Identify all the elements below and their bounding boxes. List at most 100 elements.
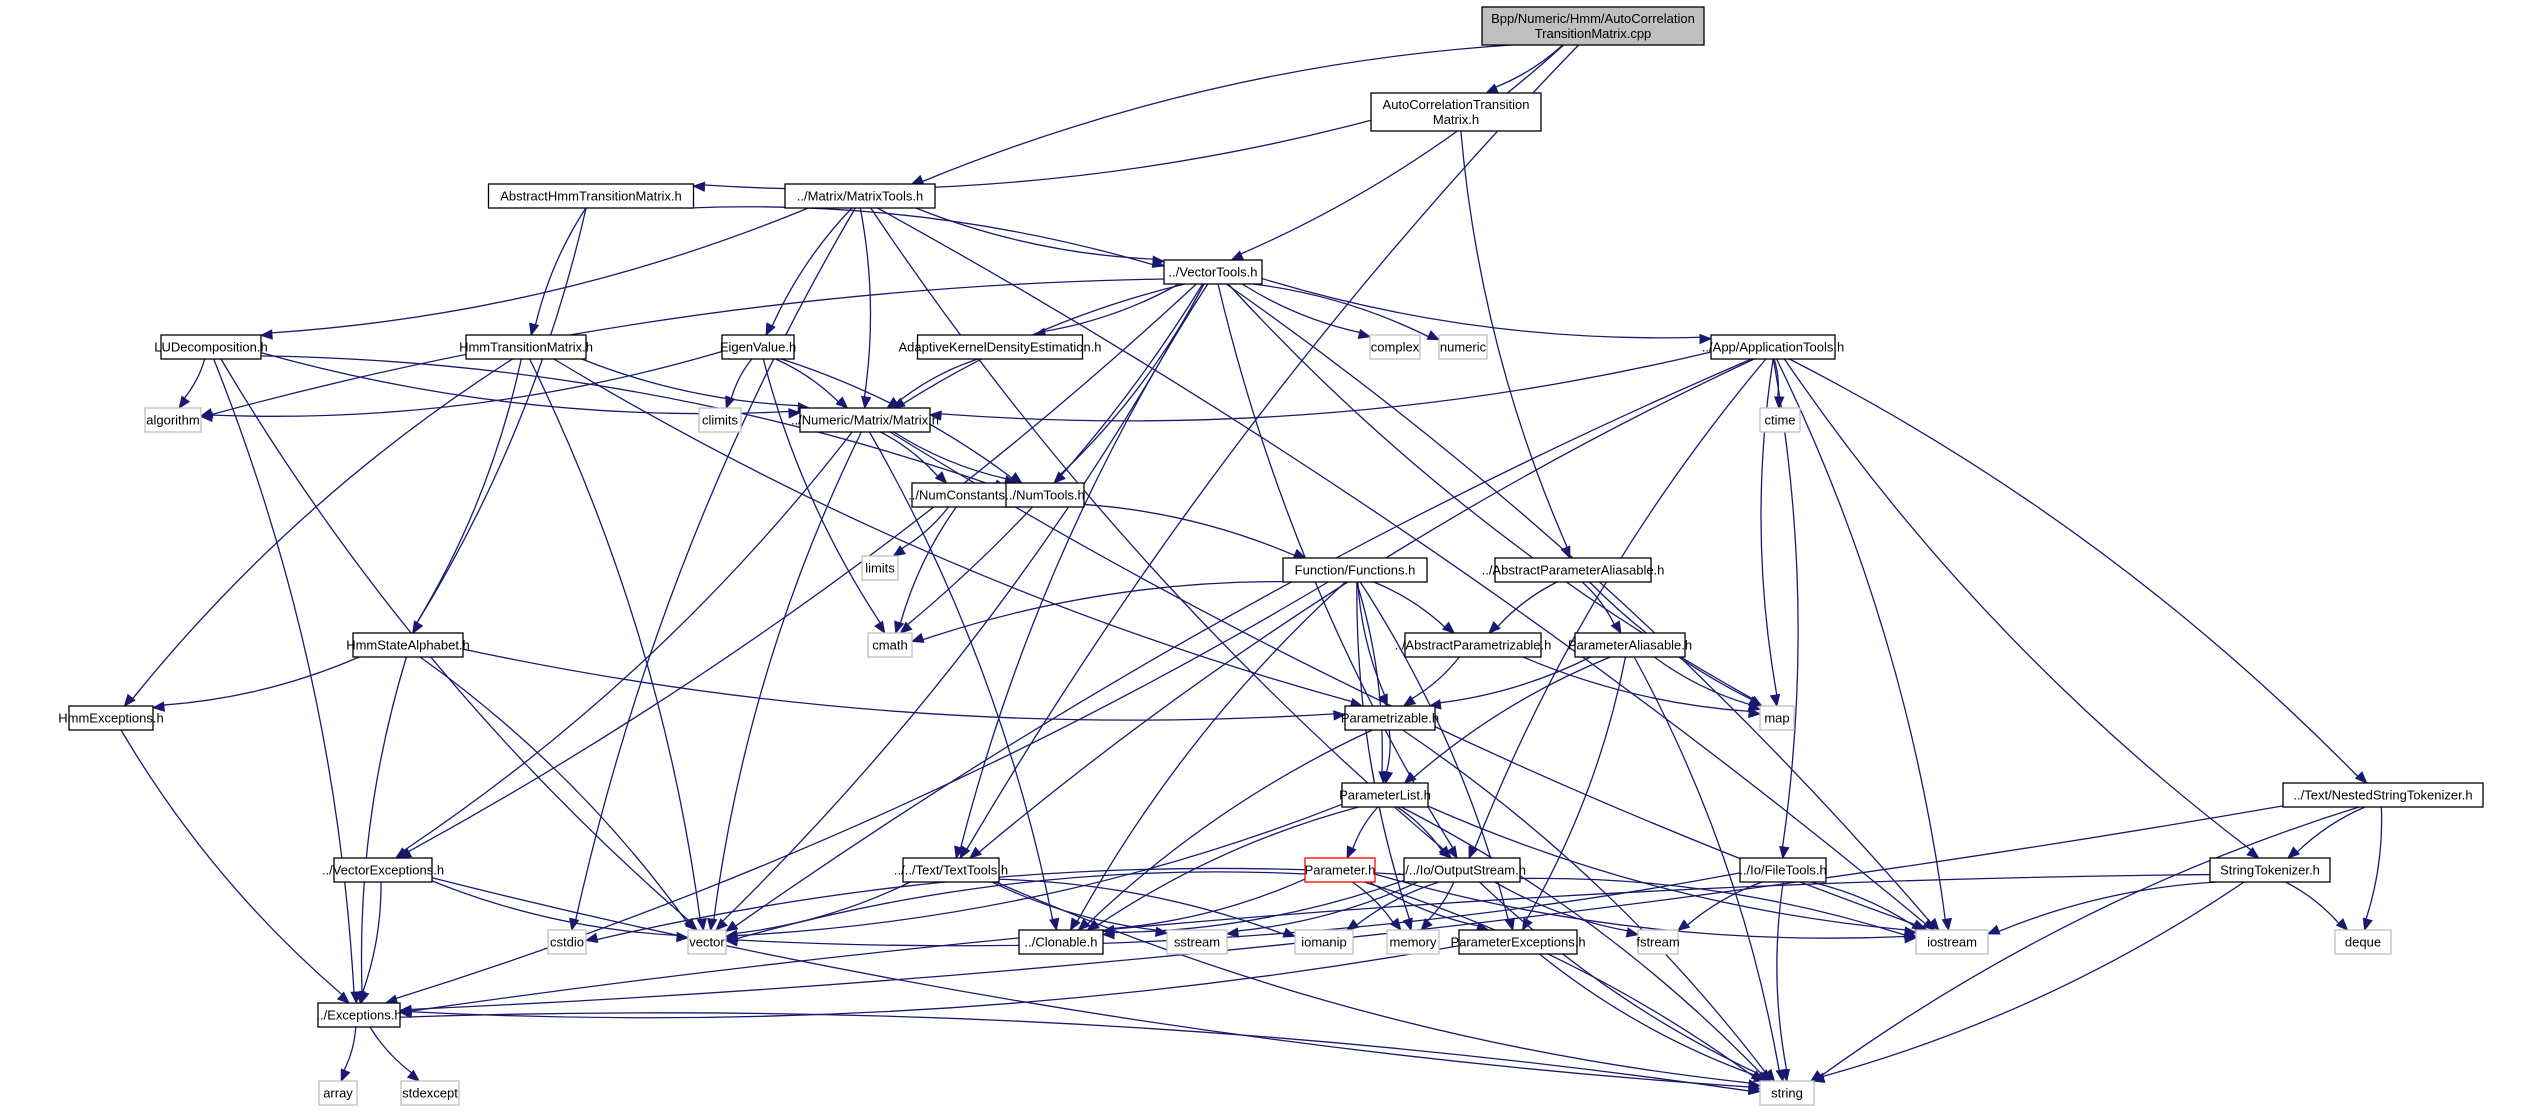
edge-line — [1060, 283, 1205, 475]
edge-line — [534, 207, 587, 326]
arrowhead-icon — [406, 1069, 421, 1082]
node-label: ../../Text/TextTools.h — [894, 863, 1008, 878]
edge-stok-to-deque — [2285, 881, 2349, 931]
node-label: ctime — [1764, 413, 1795, 428]
node-label: ../VectorTools.h — [1169, 265, 1258, 280]
edge-line — [1811, 881, 1915, 927]
node-clonable[interactable]: ../Clonable.h — [1018, 929, 1104, 955]
edge-lud-to-exc — [213, 358, 361, 1005]
edge-line — [399, 1012, 1750, 1092]
arrowhead-icon — [788, 408, 802, 419]
node-box — [1494, 557, 1652, 583]
node-label: cstdio — [550, 935, 584, 950]
edge-line — [1776, 881, 1788, 1071]
arrowhead-icon — [2246, 846, 2260, 859]
node-parameter[interactable]: Parameter.h — [1304, 857, 1376, 883]
edge-root-to-ttools — [959, 44, 1580, 860]
edge-exc-to-string — [399, 1012, 1762, 1096]
node-ostream[interactable]: ../../Io/OutputStream.h — [1398, 857, 1526, 883]
edge-line — [902, 283, 1185, 405]
arrowhead-icon — [2335, 918, 2349, 931]
edge-line — [899, 506, 957, 624]
arrowhead-icon — [1069, 917, 1081, 932]
edge-line — [1044, 283, 1180, 332]
node-apptools[interactable]: ../App/ApplicationTools.h — [1702, 334, 1844, 360]
node-exc[interactable]: ../Exceptions.h — [316, 1002, 402, 1028]
arrowhead-icon — [569, 917, 580, 932]
node-nst[interactable]: ../Text/NestedStringTokenizer.h — [2282, 782, 2484, 808]
node-matrix[interactable]: ../Numeric/Matrix/Matrix.h — [791, 407, 939, 433]
edge-matrix-to-vexc — [394, 431, 853, 859]
edge-line — [1474, 358, 1767, 849]
node-hexc[interactable]: HmmExceptions.h — [58, 705, 164, 731]
node-ttools[interactable]: ../../Text/TextTools.h — [894, 857, 1008, 883]
arrowhead-icon — [1986, 924, 2001, 935]
node-pexc[interactable]: ParameterExceptions.h — [1450, 929, 1586, 955]
edge-line — [1776, 358, 1946, 920]
edge-exc-to-array — [340, 1026, 357, 1083]
edge-line — [360, 656, 408, 993]
edge-vexc-to-string — [431, 877, 1762, 1094]
node-stok[interactable]: StringTokenizer.h — [2209, 857, 2331, 883]
node-pal[interactable]: ParameterAliasable.h — [1568, 632, 1692, 658]
node-vexc[interactable]: ../VectorExceptions.h — [322, 857, 444, 883]
arrowhead-icon — [934, 471, 948, 484]
edge-line — [1820, 806, 2360, 1077]
node-mtools[interactable]: ../Matrix/MatrixTools.h — [784, 183, 936, 209]
edge-line — [575, 207, 856, 920]
node-hsa[interactable]: HmmStateAlphabet.h — [346, 632, 470, 658]
node-plist[interactable]: ParameterList.h — [1339, 782, 1431, 808]
edge-ostream-to-sstream — [1225, 881, 1419, 938]
arrowhead-icon — [683, 917, 696, 932]
node-vtools[interactable]: ../VectorTools.h — [1163, 259, 1263, 285]
node-numconst[interactable]: ../NumConstants.h — [908, 482, 1016, 508]
edge-root-to-vtools — [1230, 44, 1565, 261]
edge-ostream-to-memory — [1420, 881, 1455, 931]
arrowhead-icon — [1676, 919, 1691, 932]
edge-line — [901, 506, 950, 550]
edge-line — [1653, 656, 1751, 706]
edge-line — [1355, 581, 1383, 773]
edge-line — [271, 207, 809, 334]
node-apa[interactable]: ../AbstractParameterAliasable.h — [1482, 557, 1665, 583]
node-label: iomanip — [1301, 935, 1347, 950]
edge-line — [893, 431, 1007, 480]
edge-functions-to-cmath — [910, 580, 1284, 643]
node-lud[interactable]: LUDecomposition.h — [154, 334, 268, 360]
node-box — [68, 705, 154, 731]
arrowhead-icon — [412, 620, 424, 635]
node-akde[interactable]: AdaptiveKernelDensityEstimation.h — [898, 334, 1102, 360]
node-htm[interactable]: HmmTransitionMatrix.h — [459, 334, 593, 360]
node-param[interactable]: Parametrizable.h — [1341, 705, 1439, 731]
arrowhead-icon — [398, 1007, 412, 1019]
node-eig[interactable]: EigenValue.h — [720, 334, 796, 360]
node-box — [799, 407, 931, 433]
node-box — [1403, 857, 1521, 883]
node-functions[interactable]: Function/Functions.h — [1282, 557, 1428, 583]
edge-line — [868, 431, 1054, 920]
node-label: Parametrizable.h — [1341, 711, 1439, 726]
node-label: HmmStateAlphabet.h — [346, 638, 470, 653]
edge-ahtm-to-vtools — [689, 206, 1166, 268]
edge-line — [922, 580, 1284, 641]
edge-line — [1519, 877, 1906, 936]
node-ap[interactable]: ../AbstractParametrizable.h — [1395, 632, 1552, 658]
node-label: ../NumTools.h — [1005, 488, 1084, 503]
edge-akde-to-matrix — [886, 358, 979, 409]
node-ahtm[interactable]: AbstractHmmTransitionMatrix.h — [487, 183, 695, 209]
node-box — [1710, 334, 1836, 360]
edge-hsa-to-exc — [355, 656, 408, 1005]
node-label: sstream — [1174, 935, 1220, 950]
arrowhead-icon — [725, 395, 736, 410]
node-label: ../Numeric/Matrix/Matrix.h — [791, 413, 939, 428]
node-ftools[interactable]: ../Io/FileTools.h — [1739, 857, 1827, 883]
edge-line — [1356, 581, 1411, 920]
edge-line — [419, 656, 688, 923]
node-numtools[interactable]: ../NumTools.h — [1005, 482, 1085, 508]
arrowhead-icon — [2287, 846, 2301, 859]
node-box — [1369, 334, 1421, 360]
arrowhead-icon — [968, 846, 983, 859]
node-label: ../App/ApplicationTools.h — [1702, 340, 1844, 355]
